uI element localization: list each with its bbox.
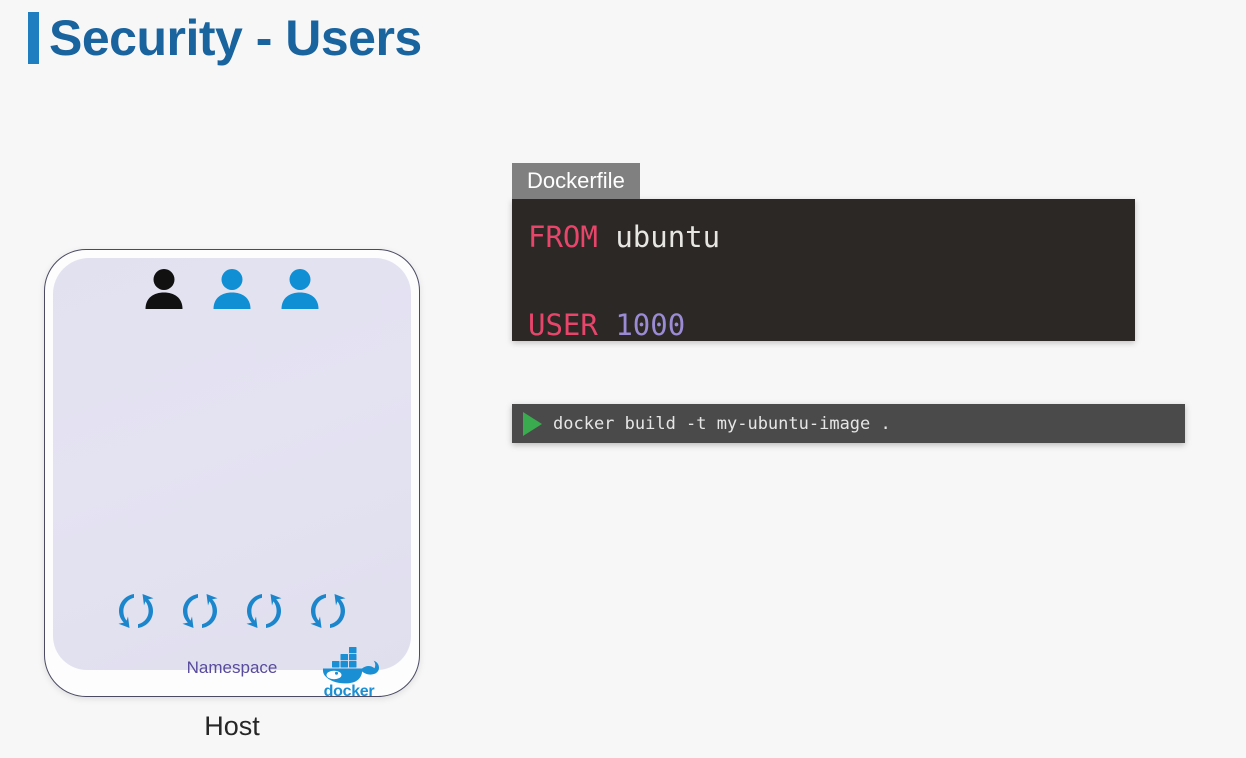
docker-wordmark: docker xyxy=(323,683,375,700)
person-icon xyxy=(209,266,255,312)
host-box-inner: Namespace xyxy=(53,258,411,700)
play-triangle-icon[interactable] xyxy=(521,411,543,437)
dockerfile-code-block: FROM ubuntu USER 1000 xyxy=(512,199,1135,342)
namespace-label: Namespace xyxy=(186,658,278,677)
page-title: Security - Users xyxy=(28,12,422,64)
code-value: ubuntu xyxy=(615,220,721,255)
code-line: FROM ubuntu xyxy=(528,215,1135,259)
page-title-text: Security - Users xyxy=(49,10,422,66)
code-value xyxy=(598,220,615,254)
host-diagram: Namespace xyxy=(44,249,420,742)
namespace-icon-row xyxy=(53,590,411,632)
host-box: Namespace xyxy=(44,249,420,700)
person-icon xyxy=(141,266,187,312)
namespace-sync-icon xyxy=(115,590,157,632)
code-keyword: USER xyxy=(528,308,598,343)
person-icon xyxy=(277,266,323,312)
dockerfile-card: Dockerfile FROM ubuntu USER 1000 xyxy=(512,163,1135,342)
dockerfile-tab-label: Dockerfile xyxy=(512,163,640,200)
host-label: Host xyxy=(204,711,260,741)
title-accent-bar xyxy=(28,12,39,64)
terminal-command-text: docker build -t my-ubuntu-image . xyxy=(553,413,891,434)
namespace-sync-icon xyxy=(243,590,285,632)
namespace-sync-icon xyxy=(179,590,221,632)
namespace-sync-icon xyxy=(307,590,349,632)
docker-logo: docker xyxy=(313,643,385,701)
user-icon-row xyxy=(53,266,411,312)
code-keyword: FROM xyxy=(528,220,598,255)
code-value: 1000 xyxy=(615,308,686,343)
terminal-command-bar: docker build -t my-ubuntu-image . xyxy=(512,404,1185,443)
code-line-blank xyxy=(528,259,1135,303)
code-value xyxy=(598,308,615,342)
docker-whale-icon xyxy=(313,643,385,687)
code-line: USER 1000 xyxy=(528,303,1135,347)
